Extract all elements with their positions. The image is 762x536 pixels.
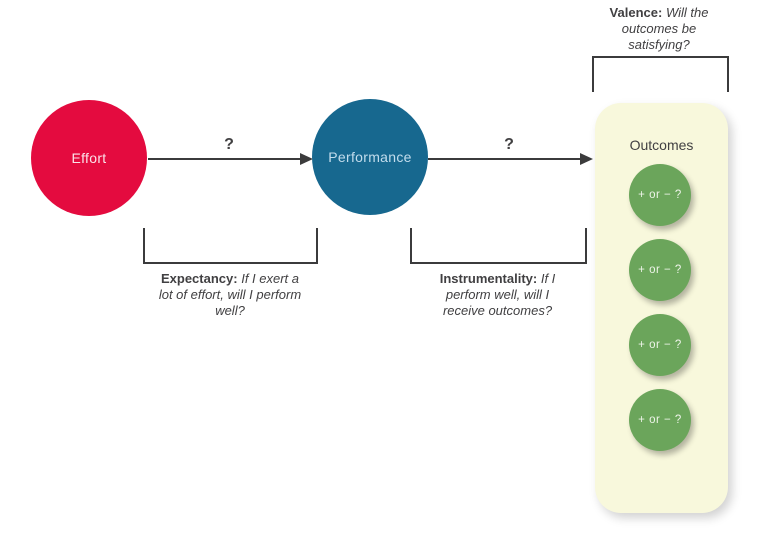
outcomes-panel: Outcomes + or − ? + or − ? + or − ? + or… [595,103,728,513]
performance-outcomes-question-mark: ? [504,136,514,153]
instrumentality-caption: Instrumentality: If I perform well, will… [429,271,566,319]
valence-label: Valence: [609,5,663,20]
outcome-circle-label: + or − ? [638,414,682,426]
expectancy-caption: Expectancy: If I exert a lot of effort, … [157,271,303,319]
outcome-circle: + or − ? [629,239,691,301]
expectancy-question: If I exert a lot of effort, will I perfo… [158,271,302,318]
performance-outcomes-arrowhead-icon [580,153,593,165]
outcome-circle-label: + or − ? [638,264,682,276]
valence-bracket [592,56,729,92]
outcome-circle: + or − ? [629,164,691,226]
instrumentality-bracket [410,228,587,264]
effort-node-label: Effort [71,150,107,166]
instrumentality-question: If I perform well, will I receive outcom… [442,271,556,318]
performance-outcomes-arrow-line [428,158,581,160]
valence-question: Will the outcomes be satisfying? [621,5,709,52]
effort-performance-arrowhead-icon [300,153,313,165]
outcome-circle-label: + or − ? [638,339,682,351]
valence-caption: Valence: Will the outcomes be satisfying… [599,5,719,53]
outcome-circle: + or − ? [629,389,691,451]
effort-node: Effort [31,100,147,216]
outcome-circle: + or − ? [629,314,691,376]
effort-performance-question-mark: ? [224,136,234,153]
performance-node-label: Performance [328,149,412,165]
expectancy-bracket [143,228,318,264]
instrumentality-label: Instrumentality: [439,271,538,286]
outcome-circle-label: + or − ? [638,189,682,201]
effort-performance-arrow-line [148,158,301,160]
expectancy-label: Expectancy: [160,271,238,286]
outcomes-title: Outcomes [629,137,694,153]
performance-node: Performance [312,99,428,215]
